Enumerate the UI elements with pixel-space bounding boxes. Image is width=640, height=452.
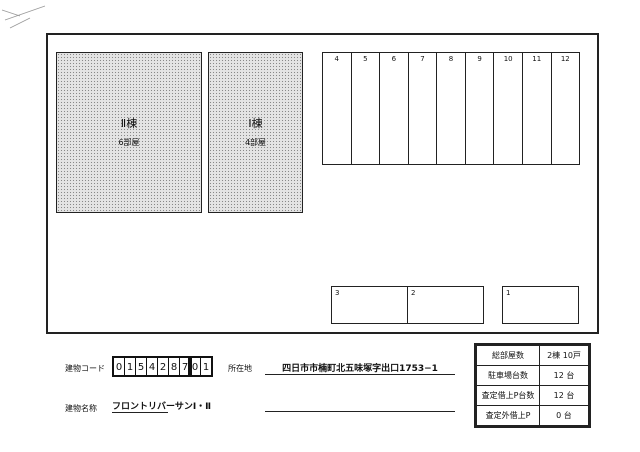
code-label: 建物コード bbox=[65, 364, 105, 373]
code-digit: 5 bbox=[136, 358, 147, 375]
building-2: Ⅱ棟 6部屋 bbox=[56, 52, 202, 213]
row-label: 駐車場台数 bbox=[476, 365, 540, 386]
parking-space: 10 bbox=[494, 53, 523, 164]
parking-space: 1 bbox=[502, 286, 579, 324]
code-digit: 7 bbox=[181, 362, 189, 373]
parking-space: 9 bbox=[466, 53, 495, 164]
name-label: 建物名称 bbox=[65, 404, 97, 413]
code-digit: 0 bbox=[190, 358, 201, 375]
building-1: Ⅰ棟 4部屋 bbox=[208, 52, 303, 213]
code-digit: 8 bbox=[169, 358, 180, 375]
building-name: Ⅱ棟 bbox=[120, 117, 138, 130]
parking-space: 6 bbox=[380, 53, 409, 164]
address-value: 四日市市楠町北五味塚字出口1753−1 bbox=[265, 361, 455, 375]
site-plan-frame bbox=[46, 33, 599, 334]
parking-space: 2 bbox=[407, 286, 484, 324]
blank-line bbox=[265, 398, 455, 412]
row-value: 12 台 bbox=[539, 365, 589, 386]
parking-space: 8 bbox=[437, 53, 466, 164]
parking-space: 11 bbox=[523, 53, 552, 164]
row-label: 総部屋数 bbox=[476, 345, 540, 366]
code-digit: 1 bbox=[125, 358, 136, 375]
row-label: 査定外借上P bbox=[476, 405, 540, 426]
building-code: 0 1 5 4 2 8 7 bbox=[112, 356, 192, 377]
parking-space: 4 bbox=[323, 53, 352, 164]
code-digit: 0 bbox=[114, 358, 125, 375]
building-rooms: 6部屋 bbox=[118, 138, 140, 147]
parking-space: 5 bbox=[352, 53, 381, 164]
scan-marks bbox=[1, 5, 46, 29]
building-name: Ⅰ棟 bbox=[248, 117, 263, 130]
code-digit: 1 bbox=[202, 362, 210, 373]
code-digit: 4 bbox=[147, 358, 158, 375]
row-label: 査定借上P台数 bbox=[476, 385, 540, 406]
parking-space: 3 bbox=[331, 286, 408, 324]
building-name-value: フロントリバーサンⅠ・Ⅱ bbox=[112, 399, 211, 413]
building-code-suffix: 0 1 bbox=[188, 356, 213, 377]
parking-space: 7 bbox=[409, 53, 438, 164]
code-digit: 2 bbox=[158, 358, 169, 375]
parking-space: 12 bbox=[560, 55, 570, 63]
row-value: 0 台 bbox=[539, 405, 589, 426]
address-label: 所在地 bbox=[228, 364, 252, 373]
row-value: 2棟 10戸 bbox=[539, 345, 589, 366]
building-rooms: 4部屋 bbox=[244, 138, 267, 147]
row-value: 12 台 bbox=[539, 385, 589, 406]
parking-row-top: 4 5 6 7 8 9 10 11 12 bbox=[322, 52, 580, 165]
